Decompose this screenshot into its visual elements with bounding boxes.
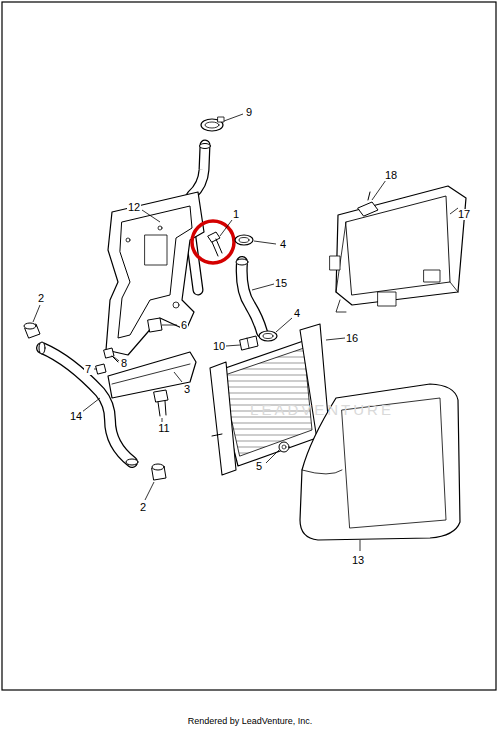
leader-lines [33,114,458,551]
callout-number: 4 [279,239,287,250]
watermark: LEADVENTURE [250,401,394,418]
callout-number: 15 [274,278,288,289]
callout-number: 5 [255,461,263,472]
callout-number: 18 [384,170,398,181]
caption: Rendered by LeadVenture, Inc. [188,716,313,726]
callout-number: 13 [351,555,365,566]
callout-number: 17 [457,209,471,220]
callout-number: 16 [345,333,359,344]
callout-number: 7 [84,364,92,375]
callout-number: 9 [245,107,253,118]
page-frame [2,2,496,690]
callout-number: 3 [183,384,191,395]
callout-number: 10 [212,341,226,352]
callout-number: 2 [139,502,147,513]
callout-number: 8 [120,358,128,369]
callout-number: 4 [293,308,301,319]
callout-number: 12 [127,202,141,213]
callout-number: 14 [69,411,83,422]
callout-number: 11 [157,423,170,434]
callout-number: 6 [180,320,188,331]
callout-number: 1 [232,209,240,220]
callout-number: 2 [37,293,45,304]
